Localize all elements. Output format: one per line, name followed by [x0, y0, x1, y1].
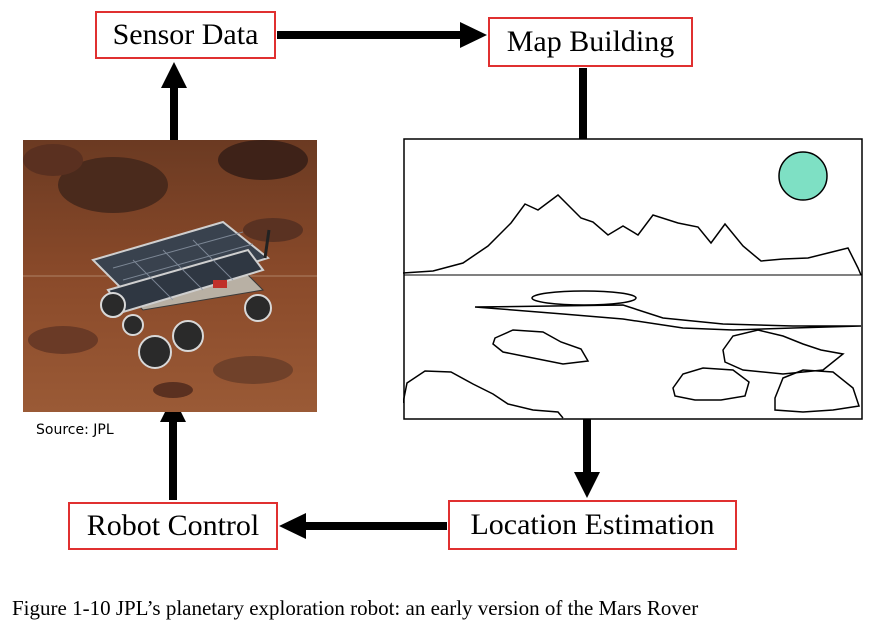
sun-icon [778, 151, 828, 201]
map-building-box: Map Building [488, 17, 693, 67]
figure-caption: Figure 1-10 JPL’s planetary exploration … [12, 596, 699, 620]
location-estimation-box: Location Estimation [448, 500, 737, 550]
terrain-map-sketch [403, 138, 863, 420]
arrow-sensor-to-map [277, 22, 487, 48]
arrow-location-to-robot [279, 513, 447, 539]
sensor-data-box: Sensor Data [95, 11, 276, 59]
source-label: Source: JPL [36, 422, 114, 438]
robot-control-box: Robot Control [68, 502, 278, 550]
mars-rover-photo [23, 140, 317, 412]
